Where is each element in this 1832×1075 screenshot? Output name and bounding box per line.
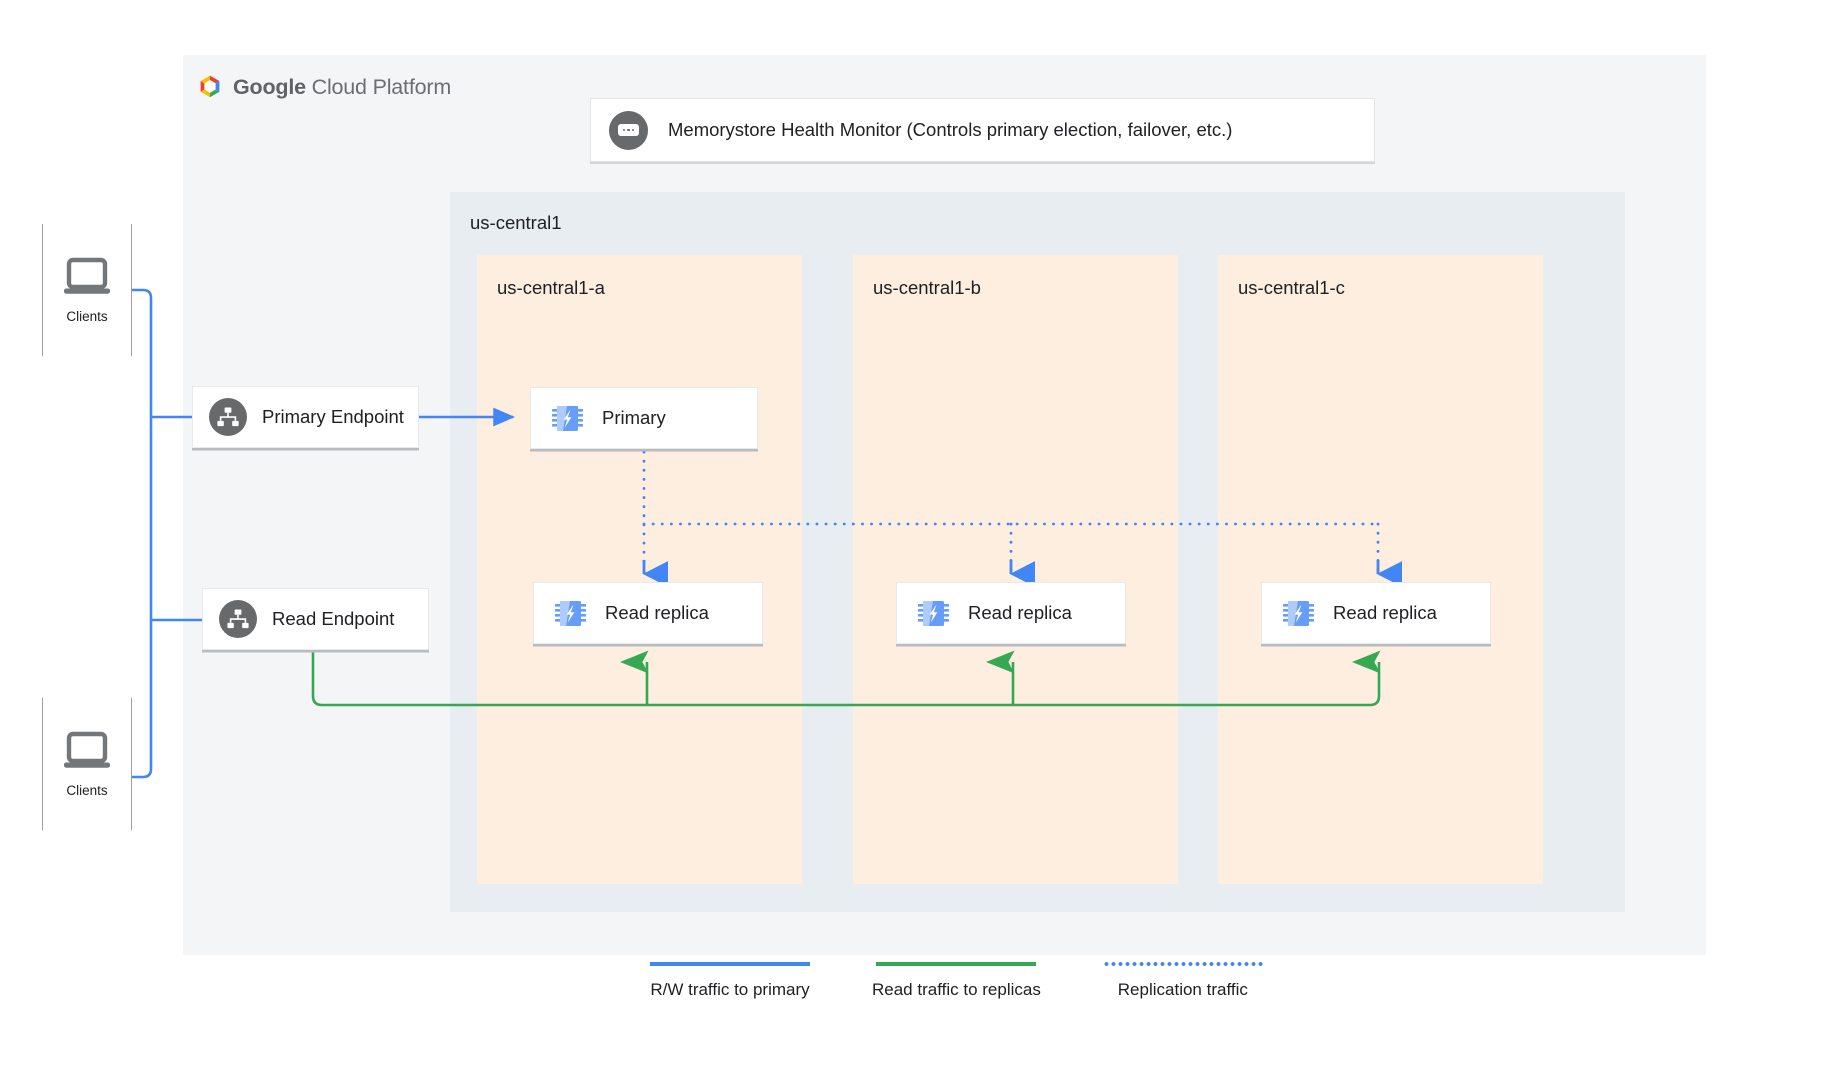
gcp-logo-google: Google bbox=[233, 74, 306, 99]
legend-swatch-rw-traffic bbox=[650, 962, 810, 966]
region-label: us-central1 bbox=[470, 212, 562, 233]
health-monitor-label: Memorystore Health Monitor (Controls pri… bbox=[668, 119, 1233, 140]
legend-label-replication-traffic: Replication traffic bbox=[1117, 980, 1248, 999]
zone-a-label: us-central1-a bbox=[497, 277, 605, 298]
legend-label-rw-traffic: R/W traffic to primary bbox=[650, 980, 810, 999]
primary-endpoint-node[interactable]: Primary Endpoint bbox=[192, 386, 419, 448]
read-replica-label-zone-a: Read replica bbox=[605, 602, 709, 623]
zone-b-label: us-central1-b bbox=[873, 277, 981, 298]
legend-swatch-read-traffic bbox=[876, 962, 1037, 966]
memorystore-health-monitor: Memorystore Health Monitor (Controls pri… bbox=[590, 98, 1375, 162]
zone-us-central1-c: us-central1-c bbox=[1218, 255, 1543, 884]
network-hierarchy-icon bbox=[209, 398, 247, 436]
read-replica-node-zone-c[interactable]: Read replica bbox=[1261, 582, 1491, 644]
gcp-logo-cloud-platform: Cloud Platform bbox=[305, 74, 452, 99]
legend: R/W traffic to primary Read traffic to r… bbox=[650, 962, 1263, 1000]
legend-item-replication-traffic: Replication traffic bbox=[1102, 962, 1263, 1000]
clients-top-label: Clients bbox=[66, 308, 108, 324]
memorystore-chip-icon bbox=[1282, 597, 1315, 630]
laptop-icon bbox=[61, 731, 113, 771]
network-hierarchy-icon bbox=[219, 600, 257, 638]
primary-endpoint-label: Primary Endpoint bbox=[262, 406, 404, 427]
legend-label-read-traffic: Read traffic to replicas bbox=[872, 980, 1041, 999]
zone-us-central1-a: us-central1-a bbox=[477, 255, 802, 884]
legend-swatch-replication-traffic bbox=[1102, 962, 1263, 966]
read-replica-label-zone-c: Read replica bbox=[1333, 602, 1437, 623]
clients-top: Clients bbox=[42, 224, 132, 356]
primary-instance-label: Primary bbox=[602, 407, 666, 428]
legend-item-read-traffic: Read traffic to replicas bbox=[872, 962, 1041, 1000]
google-cloud-platform-logo-icon bbox=[196, 73, 224, 101]
clients-bottom-label: Clients bbox=[66, 782, 108, 798]
read-replica-label-zone-b: Read replica bbox=[968, 602, 1072, 623]
memorystore-chip-icon bbox=[551, 402, 584, 435]
laptop-icon bbox=[61, 257, 113, 297]
zone-c-label: us-central1-c bbox=[1238, 277, 1345, 298]
read-endpoint-label: Read Endpoint bbox=[272, 608, 395, 629]
zone-us-central1-b: us-central1-b bbox=[853, 255, 1178, 884]
legend-item-rw-traffic: R/W traffic to primary bbox=[650, 962, 810, 1000]
memorystore-chip-icon bbox=[554, 597, 587, 630]
read-replica-node-zone-b[interactable]: Read replica bbox=[896, 582, 1126, 644]
memorystore-chip-icon bbox=[917, 597, 950, 630]
gcp-branding: Google Cloud Platform bbox=[196, 73, 451, 101]
read-endpoint-node[interactable]: Read Endpoint bbox=[202, 588, 429, 650]
gcp-logo-text: Google Cloud Platform bbox=[233, 75, 451, 100]
primary-instance-node[interactable]: Primary bbox=[530, 387, 758, 449]
clients-bottom: Clients bbox=[42, 698, 132, 830]
read-replica-node-zone-a[interactable]: Read replica bbox=[533, 582, 763, 644]
health-monitor-chip-icon bbox=[609, 110, 648, 150]
